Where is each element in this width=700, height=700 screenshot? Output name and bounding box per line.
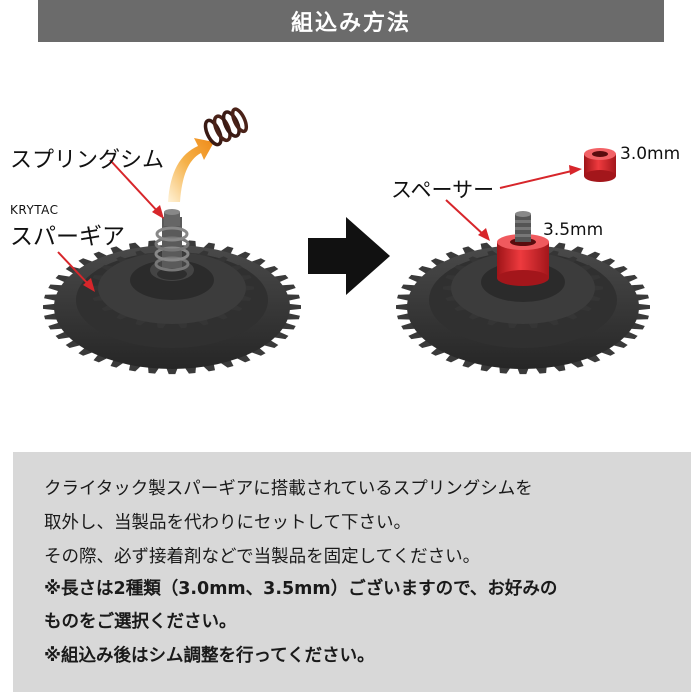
gear-tooth <box>585 251 601 261</box>
gear-tooth <box>454 304 467 312</box>
instructions-panel: クライタック製スパーギアに搭載されているスプリングシムを 取外し、当製品を代わり… <box>13 452 691 692</box>
gear-tooth <box>634 313 649 320</box>
gear-tooth <box>430 258 447 267</box>
gear-tooth <box>249 258 266 267</box>
gear-tooth <box>65 266 82 275</box>
left-pointers <box>57 159 164 292</box>
instruction-line: 取外し、当製品を代わりにセットして下さい。 <box>44 513 411 533</box>
brand-label: KRYTAC <box>10 203 59 217</box>
spur-gear-label: スパーギア <box>10 224 125 250</box>
gear-tooth <box>579 304 592 312</box>
size-3-5-label: 3.5mm <box>543 220 604 240</box>
spring-icon <box>203 107 249 147</box>
gear-tooth <box>235 251 251 261</box>
gear-tooth <box>565 312 578 320</box>
gear-tooth <box>637 303 650 311</box>
gear-tooth <box>285 294 300 301</box>
instruction-line: その際、必ず接着剤などで当製品を固定してください。 <box>44 547 481 567</box>
assembly-illustration: スプリングシム KRYTAC スパーギア スペーサー 3.0mm 3.5mm <box>0 42 700 447</box>
gear-tooth <box>418 339 435 348</box>
gear-tooth <box>262 266 279 275</box>
illustration-canvas <box>43 107 650 375</box>
instruction-line: クライタック製スパーギアに搭載されているスプリングシムを <box>44 479 533 499</box>
gear-tooth <box>43 303 56 311</box>
gear-tooth <box>454 264 467 272</box>
gear-tooth <box>593 285 603 291</box>
gear-tooth <box>397 294 412 301</box>
gear-tooth <box>445 251 461 261</box>
gear-tooth <box>443 285 453 291</box>
gear-tooth <box>78 347 95 356</box>
gear-tooth <box>229 304 243 312</box>
gear-tooth <box>585 353 601 363</box>
spacer-on-gear <box>497 211 549 286</box>
gear-tooth <box>468 312 481 320</box>
gear-tooth <box>116 312 129 320</box>
right-pointers <box>445 165 582 241</box>
gear-tooth <box>101 304 115 312</box>
gear-tooth <box>468 256 481 264</box>
gear-tooth <box>215 312 228 320</box>
gear-tooth <box>101 264 115 272</box>
gear-tooth <box>215 256 228 264</box>
curved-arrow-icon <box>168 138 214 202</box>
gear-tooth <box>565 256 578 264</box>
spacer-icon <box>584 148 616 182</box>
gear-tooth <box>44 294 59 301</box>
spacer-label: スペーサー <box>391 178 495 202</box>
gear-tooth <box>249 347 266 356</box>
gear-tooth <box>229 264 243 272</box>
gear-tooth <box>445 353 461 363</box>
gear-tooth <box>396 303 409 311</box>
gear-tooth <box>611 266 628 275</box>
section-title: 組込み方法 <box>290 11 411 36</box>
gear-tooth <box>397 313 412 320</box>
gear-tooth <box>93 353 109 363</box>
gear-tooth <box>44 313 59 320</box>
gear-tooth <box>78 258 95 267</box>
size-3-0-label: 3.0mm <box>620 144 681 164</box>
note-line: ※長さは2種類（3.0mm、3.5mm）ございますので、お好みの <box>44 579 558 599</box>
gear-tooth <box>262 339 279 348</box>
gear-tooth <box>599 347 616 356</box>
gear-tooth <box>288 303 301 311</box>
section-header: 組込み方法 <box>38 0 664 42</box>
gear-tooth <box>579 264 592 272</box>
gear-tooth <box>418 266 435 275</box>
note-line: ものをご選択ください。 <box>44 612 237 632</box>
gear-tooth <box>235 353 251 363</box>
note-line: ※組込み後はシム調整を行ってください。 <box>44 646 375 666</box>
gear-tooth <box>244 285 254 291</box>
gear-tooth <box>116 256 129 264</box>
spring-shim-label: スプリングシム <box>10 148 165 173</box>
spring-shim-on-gear <box>154 209 190 280</box>
right-arrow-icon <box>308 217 390 295</box>
gear-tooth <box>430 347 447 356</box>
gear-tooth <box>285 313 300 320</box>
gear-tooth <box>611 339 628 348</box>
gear-tooth <box>634 294 649 301</box>
gear-tooth <box>599 258 616 267</box>
gear-tooth <box>65 339 82 348</box>
gear-tooth <box>93 251 109 261</box>
